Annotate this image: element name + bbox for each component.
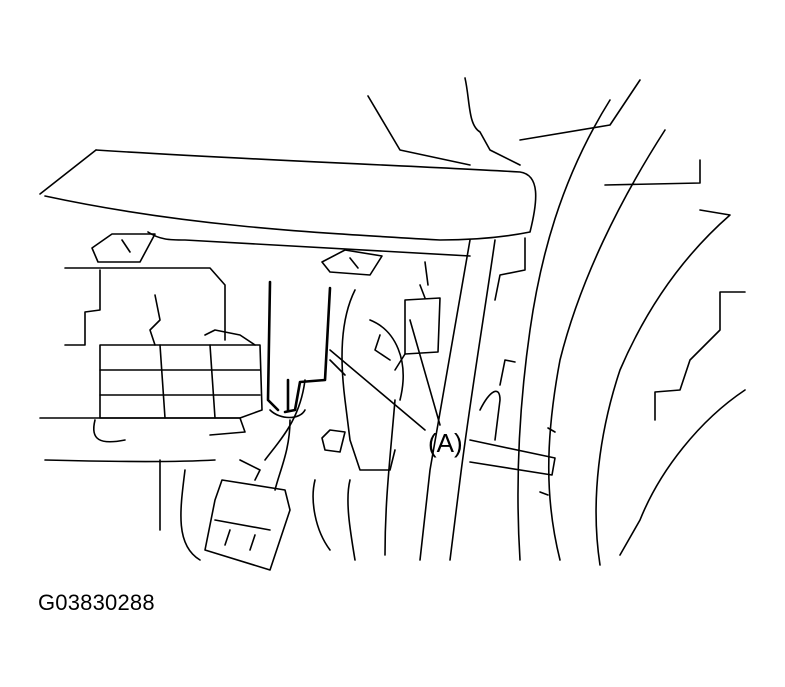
- harness-clip: [469, 359, 556, 496]
- relay-connector: [394, 261, 441, 371]
- center-bracket: [312, 289, 404, 561]
- harness-connector: [204, 459, 291, 571]
- mounting-bracket-right: [321, 249, 383, 276]
- callout-label-a: (A): [428, 428, 463, 458]
- module-housing: [39, 267, 263, 463]
- instrument-panel-beam: [39, 149, 537, 257]
- support-column: [159, 239, 496, 561]
- callout-leaders: [329, 319, 441, 431]
- figure-code: G03830288: [38, 590, 155, 615]
- wire-harness: [264, 280, 332, 491]
- mounting-bracket-left: [91, 233, 156, 263]
- pillar-trim: [367, 77, 746, 566]
